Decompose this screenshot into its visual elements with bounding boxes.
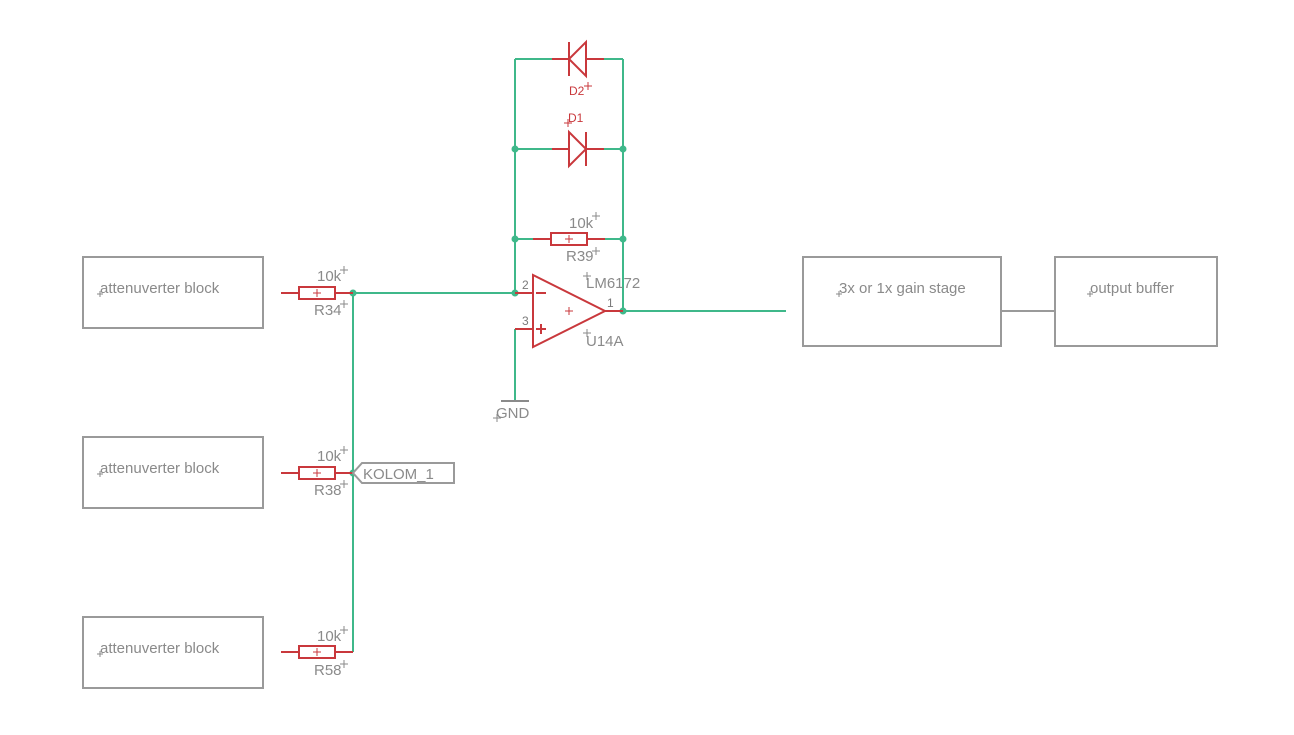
opamp-name-label: U14A: [586, 333, 624, 350]
d2-name: D2: [569, 84, 585, 98]
atten-block-1[interactable]: attenuverter block: [82, 256, 264, 329]
r38-name: R38: [314, 482, 342, 499]
gain-stage-block[interactable]: 3x or 1x gain stage: [802, 256, 1002, 347]
d1-name: D1: [568, 111, 584, 125]
resistor-r39[interactable]: 10k R39: [533, 212, 605, 265]
r39-value: 10k: [569, 215, 594, 232]
atten-block-3-label: attenuverter block: [100, 640, 220, 657]
r58-value: 10k: [317, 628, 342, 645]
net-label-kolom[interactable]: KOLOM_1: [351, 462, 455, 484]
junction: [511, 235, 519, 243]
gnd-label: GND: [496, 405, 530, 422]
output-buffer-block[interactable]: output buffer: [1054, 256, 1218, 347]
resistor-r34[interactable]: 10k R34: [281, 266, 353, 319]
r38-value: 10k: [317, 448, 342, 465]
opamp-u14a[interactable]: 2 3 1 LM6172 U14A: [515, 272, 640, 350]
output-buffer-label: output buffer: [1090, 280, 1174, 297]
diode-d2[interactable]: D2: [552, 39, 604, 98]
atten-block-3[interactable]: attenuverter block: [82, 616, 264, 689]
resistor-r38[interactable]: 10k R38: [281, 446, 353, 499]
junctions: [349, 145, 627, 477]
r58-name: R58: [314, 662, 342, 679]
atten-block-2[interactable]: attenuverter block: [82, 436, 264, 509]
opamp-pin-2: 2: [522, 278, 529, 292]
diode-d1[interactable]: D1: [552, 111, 604, 169]
r39-name: R39: [566, 248, 594, 265]
junction: [511, 145, 519, 153]
opamp-pin-3: 3: [522, 314, 529, 328]
junction: [619, 145, 627, 153]
atten-block-1-label: attenuverter block: [100, 280, 220, 297]
gain-stage-label: 3x or 1x gain stage: [839, 280, 966, 297]
opamp-part-label: LM6172: [586, 275, 640, 292]
opamp-pin-1: 1: [607, 296, 614, 310]
net-label-text: KOLOM_1: [363, 466, 434, 483]
wires: [352, 58, 1055, 652]
junction: [619, 235, 627, 243]
r34-value: 10k: [317, 268, 342, 285]
atten-block-2-label: attenuverter block: [100, 460, 220, 477]
resistor-r58[interactable]: 10k R58: [281, 626, 353, 679]
r34-name: R34: [314, 302, 342, 319]
ground-symbol: GND: [493, 400, 530, 422]
